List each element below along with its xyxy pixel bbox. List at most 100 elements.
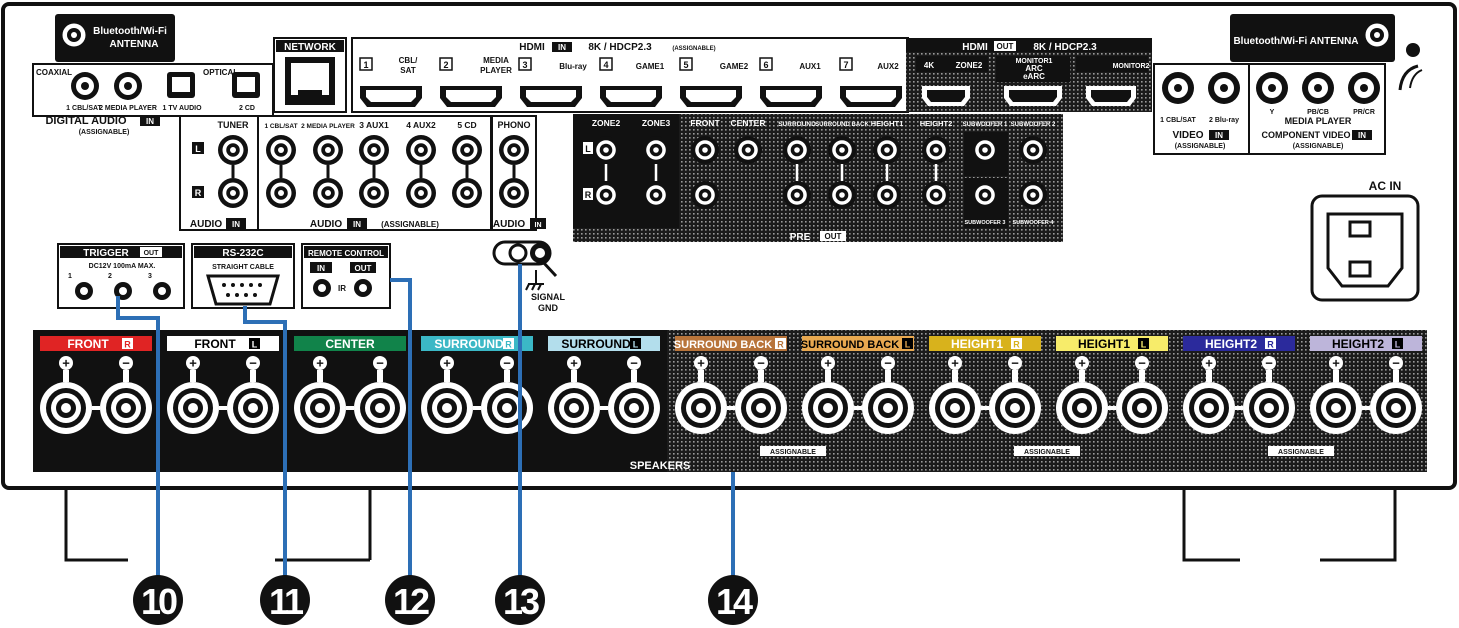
speaker-terminal-7-minus[interactable]: − (862, 356, 914, 435)
speaker-terminal-6-plus[interactable]: + (675, 356, 727, 435)
pre-jack-top-4[interactable] (734, 136, 762, 164)
video-jack-1[interactable] (1162, 72, 1194, 104)
coaxial-jack-2[interactable] (114, 72, 142, 100)
speaker-terminal-11-minus[interactable]: − (1370, 356, 1422, 435)
speaker-terminal-2-minus[interactable]: − (227, 356, 279, 435)
trigger-title: TRIGGER (83, 248, 129, 259)
pre-jack-top-2[interactable] (642, 136, 670, 164)
remote-in-jack[interactable] (313, 279, 331, 297)
hdmi-in-port-1[interactable] (360, 86, 422, 107)
callout-number-10: 10 (141, 581, 177, 622)
component-jack-pr[interactable] (1348, 72, 1380, 104)
signal-gnd-terminal[interactable] (492, 240, 552, 266)
speaker-polarity-plus-icon: + (443, 356, 451, 371)
pre-jack-top-3[interactable] (691, 136, 719, 164)
analog-jack-r-3[interactable] (359, 178, 389, 208)
phono-jack-r[interactable] (499, 178, 529, 208)
tuner-jack-r[interactable] (218, 178, 248, 208)
speaker-name-8: HEIGHT1 (951, 337, 1003, 351)
phono-jack-l[interactable] (499, 135, 529, 165)
speaker-terminal-6-minus[interactable]: − (735, 356, 787, 435)
speaker-terminal-10-plus[interactable]: + (1183, 356, 1235, 435)
pre-jack-top-7[interactable] (873, 136, 901, 164)
pre-jack-bottom-6[interactable] (873, 181, 901, 209)
coaxial-jack-1[interactable] (71, 72, 99, 100)
pre-jack-top-8[interactable] (922, 136, 950, 164)
analog-jack-l-3[interactable] (359, 135, 389, 165)
speaker-terminal-8-plus[interactable]: + (929, 356, 981, 435)
optical-jack-1[interactable] (167, 72, 195, 98)
pre-jack-top-9[interactable] (971, 136, 999, 164)
trigger-jack-2[interactable] (114, 282, 132, 300)
speaker-terminal-5-plus[interactable]: + (548, 356, 600, 435)
speaker-terminal-1-plus[interactable]: + (40, 356, 92, 435)
analog-jack-r-5[interactable] (452, 178, 482, 208)
pre-jack-top-5[interactable] (783, 136, 811, 164)
pre-jack-bottom-8[interactable] (971, 181, 999, 209)
hdmi-out-port-3[interactable] (1086, 86, 1136, 106)
hdmi-in-port-6[interactable] (760, 86, 822, 107)
analog-jack-r-4[interactable] (406, 178, 436, 208)
speaker-terminal-1-minus[interactable]: − (100, 356, 152, 435)
hdmi-in-port-3[interactable] (520, 86, 582, 107)
analog-jack-l-2[interactable] (313, 135, 343, 165)
speaker-terminal-9-plus[interactable]: + (1056, 356, 1108, 435)
speaker-terminal-4-plus[interactable]: + (421, 356, 473, 435)
speaker-polarity-minus-icon: − (1011, 356, 1019, 371)
pre-jack-bottom-2[interactable] (642, 181, 670, 209)
speaker-terminal-7-plus[interactable]: + (802, 356, 854, 435)
speaker-terminal-3-plus[interactable]: + (294, 356, 346, 435)
pre-label-2: ZONE3 (642, 118, 671, 128)
pre-jack-bottom-5[interactable] (828, 181, 856, 209)
speaker-terminal-5-minus[interactable]: − (608, 356, 660, 435)
video-jack-2[interactable] (1208, 72, 1240, 104)
speaker-terminal-10-minus[interactable]: − (1243, 356, 1295, 435)
component-jack-y[interactable] (1256, 72, 1288, 104)
pre-jack-top-6[interactable] (828, 136, 856, 164)
optical-jack-2[interactable] (232, 72, 260, 98)
analog-jack-l-1[interactable] (266, 135, 296, 165)
component-jack-pb[interactable] (1302, 72, 1334, 104)
analog-audio-tag: IN (232, 220, 240, 229)
remote-out-jack[interactable] (354, 279, 372, 297)
pre-jack-bottom-9[interactable] (1019, 181, 1047, 209)
analog-jack-r-1[interactable] (266, 178, 296, 208)
hdmi-in-port-2[interactable] (440, 86, 502, 107)
hdmi-in-port-5[interactable] (680, 86, 742, 107)
speaker-polarity-plus-icon: + (697, 356, 705, 371)
speaker-terminal-2-plus[interactable]: + (167, 356, 219, 435)
hdmi-out-port-2[interactable] (1004, 86, 1062, 106)
analog-jack-l-4[interactable] (406, 135, 436, 165)
pre-jack-top-10[interactable] (1019, 136, 1047, 164)
digital-port-1-label: 1 CBL/SAT (66, 105, 102, 112)
hdmi-in-name-1: CBL/ (399, 56, 418, 65)
callout-line-10 (116, 296, 160, 578)
tuner-label: TUNER (218, 120, 249, 130)
analog-jack-r-2[interactable] (313, 178, 343, 208)
ethernet-port[interactable] (285, 57, 335, 105)
ac-inlet[interactable] (1310, 194, 1420, 302)
hdmi-out-port-1[interactable] (922, 86, 970, 106)
tuner-jack-l[interactable] (218, 135, 248, 165)
speaker-polarity-minus-icon: − (884, 356, 892, 371)
speaker-name-9: HEIGHT1 (1078, 337, 1130, 351)
trigger-jack-1[interactable] (75, 282, 93, 300)
trigger-jack-3[interactable] (153, 282, 171, 300)
hdmi-in-port-7[interactable] (840, 86, 902, 107)
pre-jack-bottom-7[interactable] (922, 181, 950, 209)
pre-label-5: SURROUND (778, 121, 816, 128)
pre-jack-bottom-3[interactable] (691, 181, 719, 209)
rs232-port[interactable] (206, 274, 280, 306)
pre-jack-bottom-4[interactable] (783, 181, 811, 209)
analog-jack-l-5[interactable] (452, 135, 482, 165)
pre-jack-bottom-1[interactable] (592, 181, 620, 209)
speaker-terminal-3-minus[interactable]: − (354, 356, 406, 435)
hdmi-in-port-4[interactable] (600, 86, 662, 107)
pre-jack-top-1[interactable] (592, 136, 620, 164)
speaker-terminal-11-plus[interactable]: + (1310, 356, 1362, 435)
speaker-terminal-8-minus[interactable]: − (989, 356, 1041, 435)
speaker-terminal-9-minus[interactable]: − (1116, 356, 1168, 435)
